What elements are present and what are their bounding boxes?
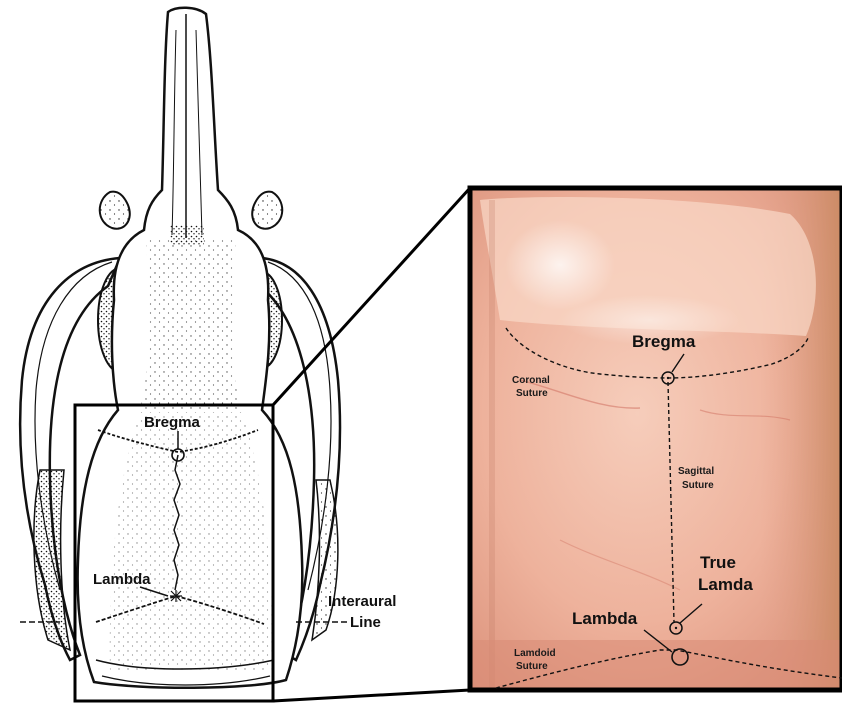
photo-bregma-label: Bregma [632, 332, 696, 351]
lambdoid-label-line2: Suture [516, 661, 548, 672]
coronal-label-line2: Suture [516, 388, 548, 399]
sagittal-label-line2: Suture [682, 480, 714, 491]
true-lambda-label-line1: True [700, 553, 736, 572]
interaural-label-line2: Line [350, 614, 381, 631]
interaural-label-line1: Interaural [328, 593, 396, 610]
drawing-lambda-label: Lambda [93, 571, 151, 588]
skull-drawing [20, 8, 340, 688]
sagittal-label-line1: Sagittal [678, 466, 714, 477]
drawing-bregma-label: Bregma [144, 414, 201, 431]
lambdoid-label-line1: Lamdoid [514, 648, 556, 659]
coronal-label-line1: Coronal [512, 375, 550, 386]
true-lambda-label-line2: Lamda [698, 575, 753, 594]
skull-photo [470, 188, 842, 690]
connector-bottom [273, 690, 470, 701]
photo-lambda-label: Lambda [572, 609, 638, 628]
